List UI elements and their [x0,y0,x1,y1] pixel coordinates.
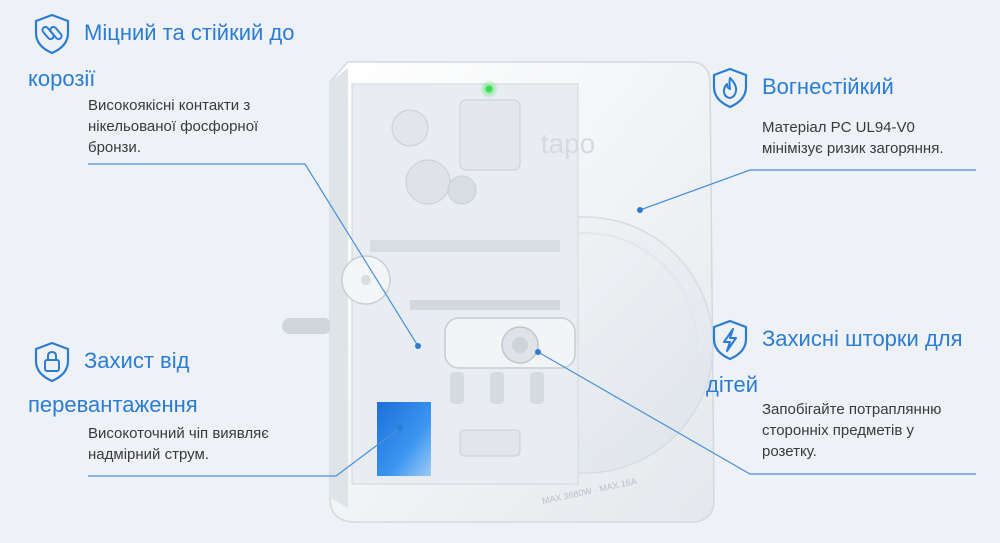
capacitor [391,109,429,147]
bottom-clip [459,429,521,457]
fire-title: Вогнестійкий [762,74,894,99]
corrosion-desc-line2: нікельованої фосфорної [88,118,259,135]
flame-shield-icon [708,66,752,110]
fire-desc-line1: Матеріал PC UL94-V0 [762,119,915,136]
overload-desc-line2: надмірний струм. [88,446,209,463]
callout-dots [397,207,643,431]
callout-dot [397,425,403,431]
fire-desc-line2: мінімізує ризик загоряння. [762,140,944,157]
corrosion-desc-line3: бронзи. [88,139,141,156]
bolt-shield-icon [708,318,752,362]
corrosion-title-line1: Міцний та стійкий до [84,20,295,45]
child-desc-line1: Запобігайте потраплянню [762,401,942,418]
lock-shield-icon [30,340,74,384]
terminal [530,372,544,404]
capacitor [405,159,451,205]
plug-prong [282,318,332,334]
overload-title-line2: перевантаження [28,392,198,417]
circuit-bar [370,240,560,252]
shutter-hole-inner [512,337,528,353]
terminal [490,372,504,404]
callout-line-overload [88,427,401,477]
status-led [485,85,493,93]
callout-dot [535,349,541,355]
terminal [450,372,464,404]
relay [459,99,521,171]
callout-line-child [537,351,976,475]
child-desc-line3: розетку. [762,443,817,460]
child-title-line1: Захисні шторки для [762,326,963,351]
plug-side-face [330,68,348,508]
brand-logo: tapo [541,128,596,159]
corrosion-shield-icon [30,12,74,56]
capacitor [447,175,477,205]
callout-dot [637,207,643,213]
callout-line-fire [639,169,976,211]
overload-title-line1: Захист від [84,348,190,373]
circuit-bar [410,300,560,310]
child-title-line2: дітей [706,372,759,397]
callout-lines [88,163,976,477]
callout-dot [415,343,421,349]
side-button-center [361,275,371,285]
corrosion-title-line2: корозії [28,66,96,91]
overload-desc-line1: Високоточний чіп виявляє [88,425,269,442]
corrosion-desc-line1: Високоякісні контакти з [88,97,251,114]
child-desc-line2: сторонніх предметів у [762,422,915,439]
callout-line-corrosion [88,163,419,347]
